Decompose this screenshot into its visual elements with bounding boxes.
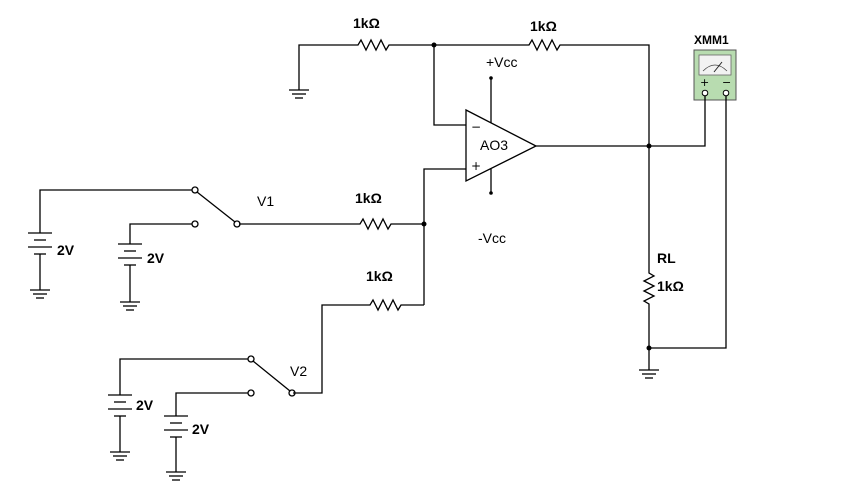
resistor-r-v1	[357, 217, 395, 231]
label-opamp-plus: +	[471, 159, 481, 173]
battery-2	[118, 223, 192, 311]
label-vcc-neg: -Vcc	[478, 230, 506, 246]
label-opamp-minus: −	[471, 120, 481, 134]
label-meter-minus: −	[722, 76, 731, 89]
resistor-rl	[642, 270, 656, 308]
label-r-v1: 1kΩ	[355, 190, 382, 206]
label-r-feedback: 1kΩ	[530, 18, 557, 34]
battery-4	[164, 392, 248, 481]
switch-v1	[191, 186, 241, 228]
label-battery-1: 2V	[57, 242, 75, 258]
label-battery-3: 2V	[136, 397, 154, 413]
wire-inverting-input	[433, 45, 466, 126]
battery-1	[28, 189, 192, 299]
label-meter-plus: +	[700, 76, 709, 89]
multimeter-xmm1	[649, 49, 737, 349]
v1-branch	[239, 217, 424, 231]
v2-branch	[293, 298, 424, 394]
ground-resistor-branch	[298, 38, 434, 90]
label-battery-4: 2V	[192, 421, 210, 437]
label-switch-v1: V1	[257, 193, 274, 209]
load-branch	[639, 146, 659, 379]
label-switch-v2: V2	[290, 363, 307, 379]
label-r-ground: 1kΩ	[353, 15, 380, 31]
resistor-r-ground	[355, 38, 393, 52]
label-battery-2: 2V	[147, 250, 165, 266]
label-rl-value: 1kΩ	[657, 278, 684, 294]
wire-noninverting-input	[423, 168, 466, 224]
label-meter: XMM1	[694, 33, 729, 47]
resistor-r-v2	[367, 298, 405, 312]
resistor-r-feedback	[526, 38, 564, 52]
label-opamp: AO3	[480, 137, 508, 153]
battery-3	[108, 358, 248, 461]
feedback-resistor-branch	[434, 38, 650, 146]
label-rl-name: RL	[657, 250, 676, 266]
label-vcc-pos: +Vcc	[486, 54, 518, 70]
switch-v2	[247, 355, 296, 397]
label-r-v2: 1kΩ	[366, 268, 393, 284]
opamp-ao3	[465, 76, 649, 195]
ground-symbol-top	[289, 89, 309, 99]
